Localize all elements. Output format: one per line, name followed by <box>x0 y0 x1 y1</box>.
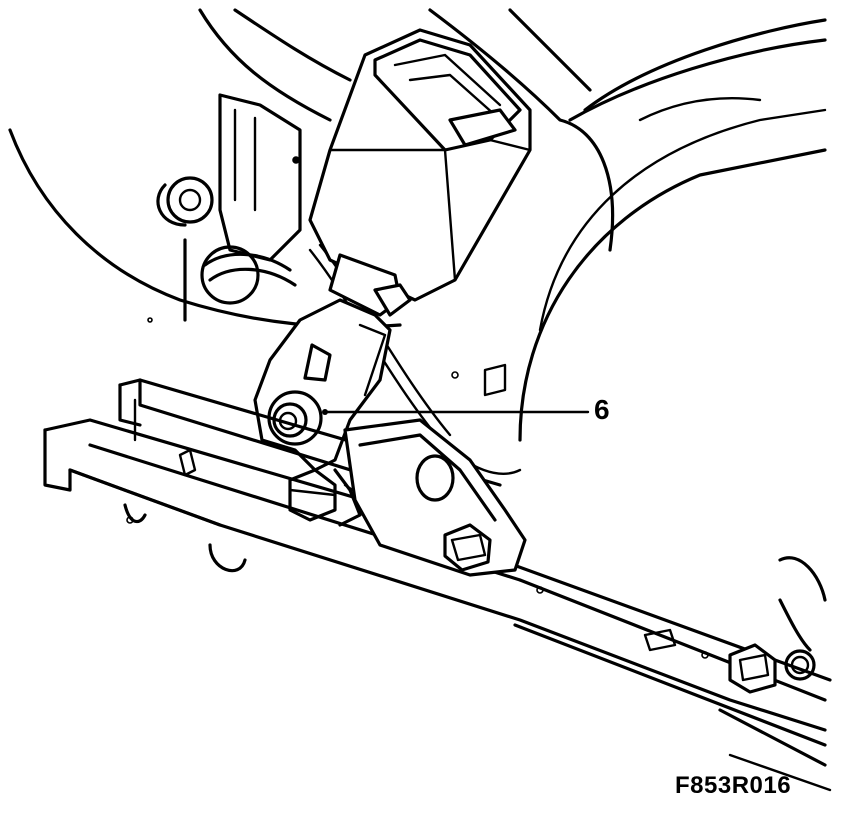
anchor-bracket <box>343 418 527 577</box>
buckle-mounting-plate <box>253 298 392 472</box>
callout-6-leader <box>322 409 590 415</box>
upper-bracket <box>156 93 302 262</box>
callout-label-6: 6 <box>594 394 610 425</box>
seat-rail <box>43 378 832 792</box>
detail-holes <box>126 317 507 524</box>
seat-belt-buckle <box>308 28 532 317</box>
right-anchor-nut <box>728 556 827 694</box>
figure-code: F853R016 <box>675 772 792 799</box>
